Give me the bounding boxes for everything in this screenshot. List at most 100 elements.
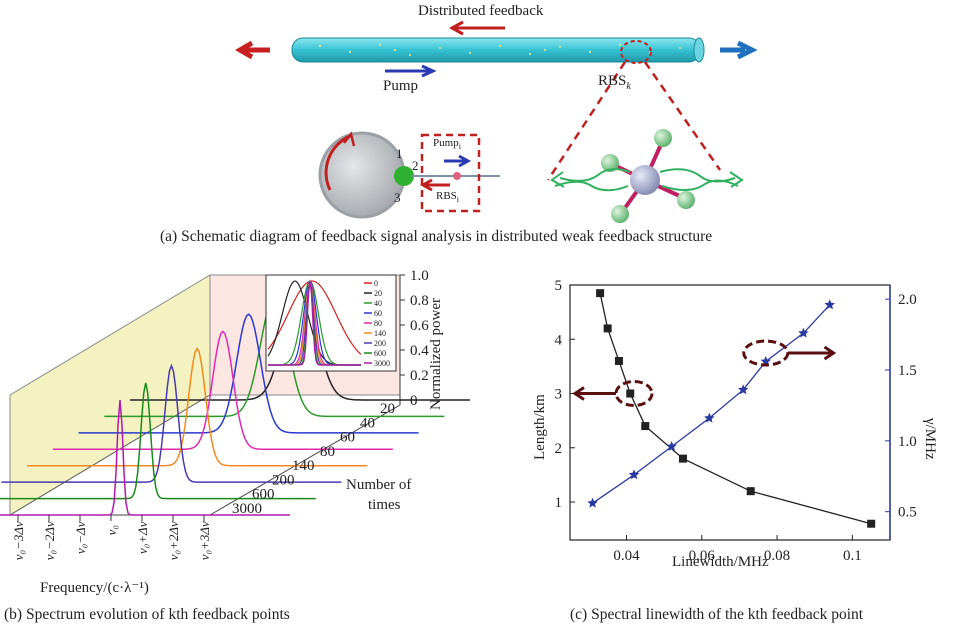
data-point [867,519,876,528]
left-output-arrow-icon [235,40,270,60]
series-line [592,304,831,504]
y2-tick-label: 1.0 [898,434,917,450]
spectrum-slice [52,330,393,451]
legend-label: 200 [374,339,386,348]
panel-a-caption: (a) Schematic diagram of feedback signal… [160,228,713,245]
data-point [596,289,605,298]
legend-label: 0 [374,279,378,288]
spectrum-slice [1,363,342,483]
x-tick-label: 0.06 [689,548,716,564]
series-line [599,293,872,525]
legend-label: 3000 [374,359,390,368]
panel-c-caption: (c) Spectral linewidth of the kth feedba… [570,606,864,623]
data-point [628,469,640,480]
x-tick-label: ν₀+2Δν [166,521,181,560]
panel-b-3d-spectrum: 00.20.40.60.81.0 0204060801402006003000 … [0,268,470,560]
data-point [626,389,635,398]
spectrum-slice [0,399,290,516]
inset-curve [268,280,361,366]
right-output-arrow-icon [720,40,758,60]
y2-tick-label: 2.0 [898,292,917,308]
y2-tick-label: 1.5 [898,363,917,379]
y-tick-label: 3 [555,387,563,403]
data-point [798,327,809,338]
data-point [678,454,687,463]
plot-frame [569,284,891,541]
panel-b-zlabel: Normalized power [428,297,444,410]
fiber-ring-icon [318,131,500,219]
panel-b-depth-label-1: Number of [346,477,412,493]
y-tick-label: 4 [555,332,563,348]
pump-rbs-box [420,133,481,213]
depth-tick-label: 200 [272,472,295,488]
data-point [824,299,835,310]
legend-label: 600 [374,349,386,358]
legend-label: 60 [374,309,382,318]
legend-label: 140 [374,329,386,338]
x-tick-label: ν₀−Δν [73,521,88,554]
port-3-label: 3 [394,190,401,205]
z-tick-label: 0 [410,393,418,409]
panel-c-y2label: γ/MHz [922,418,938,460]
pump-i-label: Pumpi [433,137,461,152]
legend-label: 20 [374,289,382,298]
depth-tick-label: 80 [320,444,335,460]
x-tick-label: ν₀ [104,525,119,535]
depth-tick-label: 40 [360,415,375,431]
depth-tick-label: 60 [340,430,355,446]
legend-label: 80 [374,319,382,328]
z-tick-label: 0.4 [410,343,429,359]
x-tick-label: 0.1 [843,548,862,564]
spectrum-slice [78,313,419,434]
y-tick-label: 2 [555,441,563,457]
x-tick-label: ν₀+Δν [135,521,150,554]
z-tick-label: 0.2 [410,368,429,384]
distributed-feedback-label: Distributed feedback [418,3,544,19]
rbs-i-label: RBSi [436,190,460,205]
rayleigh-scatterer-icon [550,129,744,223]
spectrum-slice [27,347,368,467]
data-point [666,441,677,451]
depth-tick-label: 3000 [232,501,262,517]
x-tick-label: ν₀−2Δν [42,521,57,560]
legend-label: 40 [374,299,382,308]
x-tick-label: ν₀+3Δν [197,521,212,560]
x-tick-label: 0.04 [613,548,640,564]
panel-b-depth-label-2: times [368,497,401,513]
y-tick-label: 5 [555,278,563,294]
feedback-arrow-icon [448,20,505,36]
depth-tick-label: 20 [380,401,395,417]
data-point [737,384,749,395]
rbs-i-arrow-icon [419,178,450,192]
data-point [614,356,623,365]
data-point [746,487,755,496]
panel-b-caption: (b) Spectrum evolution of kth feedback p… [4,606,290,623]
rbs-k-label: RBSk [598,73,631,92]
right-arrow-icon [787,345,837,361]
data-point [704,412,715,423]
left-arrow-icon [572,386,616,401]
panel-a-schematic [235,20,758,223]
z-tick-label: 0.8 [410,293,429,309]
spectrum-slice [0,382,316,500]
pump-arrow-icon [385,64,437,78]
inset-curve [267,280,362,355]
depth-tick-label: 140 [292,458,315,474]
port-1-label: 1 [396,146,403,161]
port-2-label: 2 [412,158,419,173]
pump-i-arrow-icon [444,154,472,168]
y-tick-label: 1 [555,495,563,511]
rbs-k-marker [620,40,652,64]
depth-tick-label: 600 [252,487,275,503]
panel-c-ylabel: Length/km [532,394,548,460]
x-tick-label: ν₀−3Δν [11,521,26,560]
data-point [587,497,598,508]
data-point [641,422,650,431]
z-tick-label: 1.0 [410,268,429,284]
y2-tick-label: 0.5 [898,505,917,521]
panel-b-xlabel: Frequency/(c·λ⁻¹) [40,580,149,596]
pump-label: Pump [383,78,419,94]
panel-c-xlabel: Linewidth/MHz [672,554,769,570]
